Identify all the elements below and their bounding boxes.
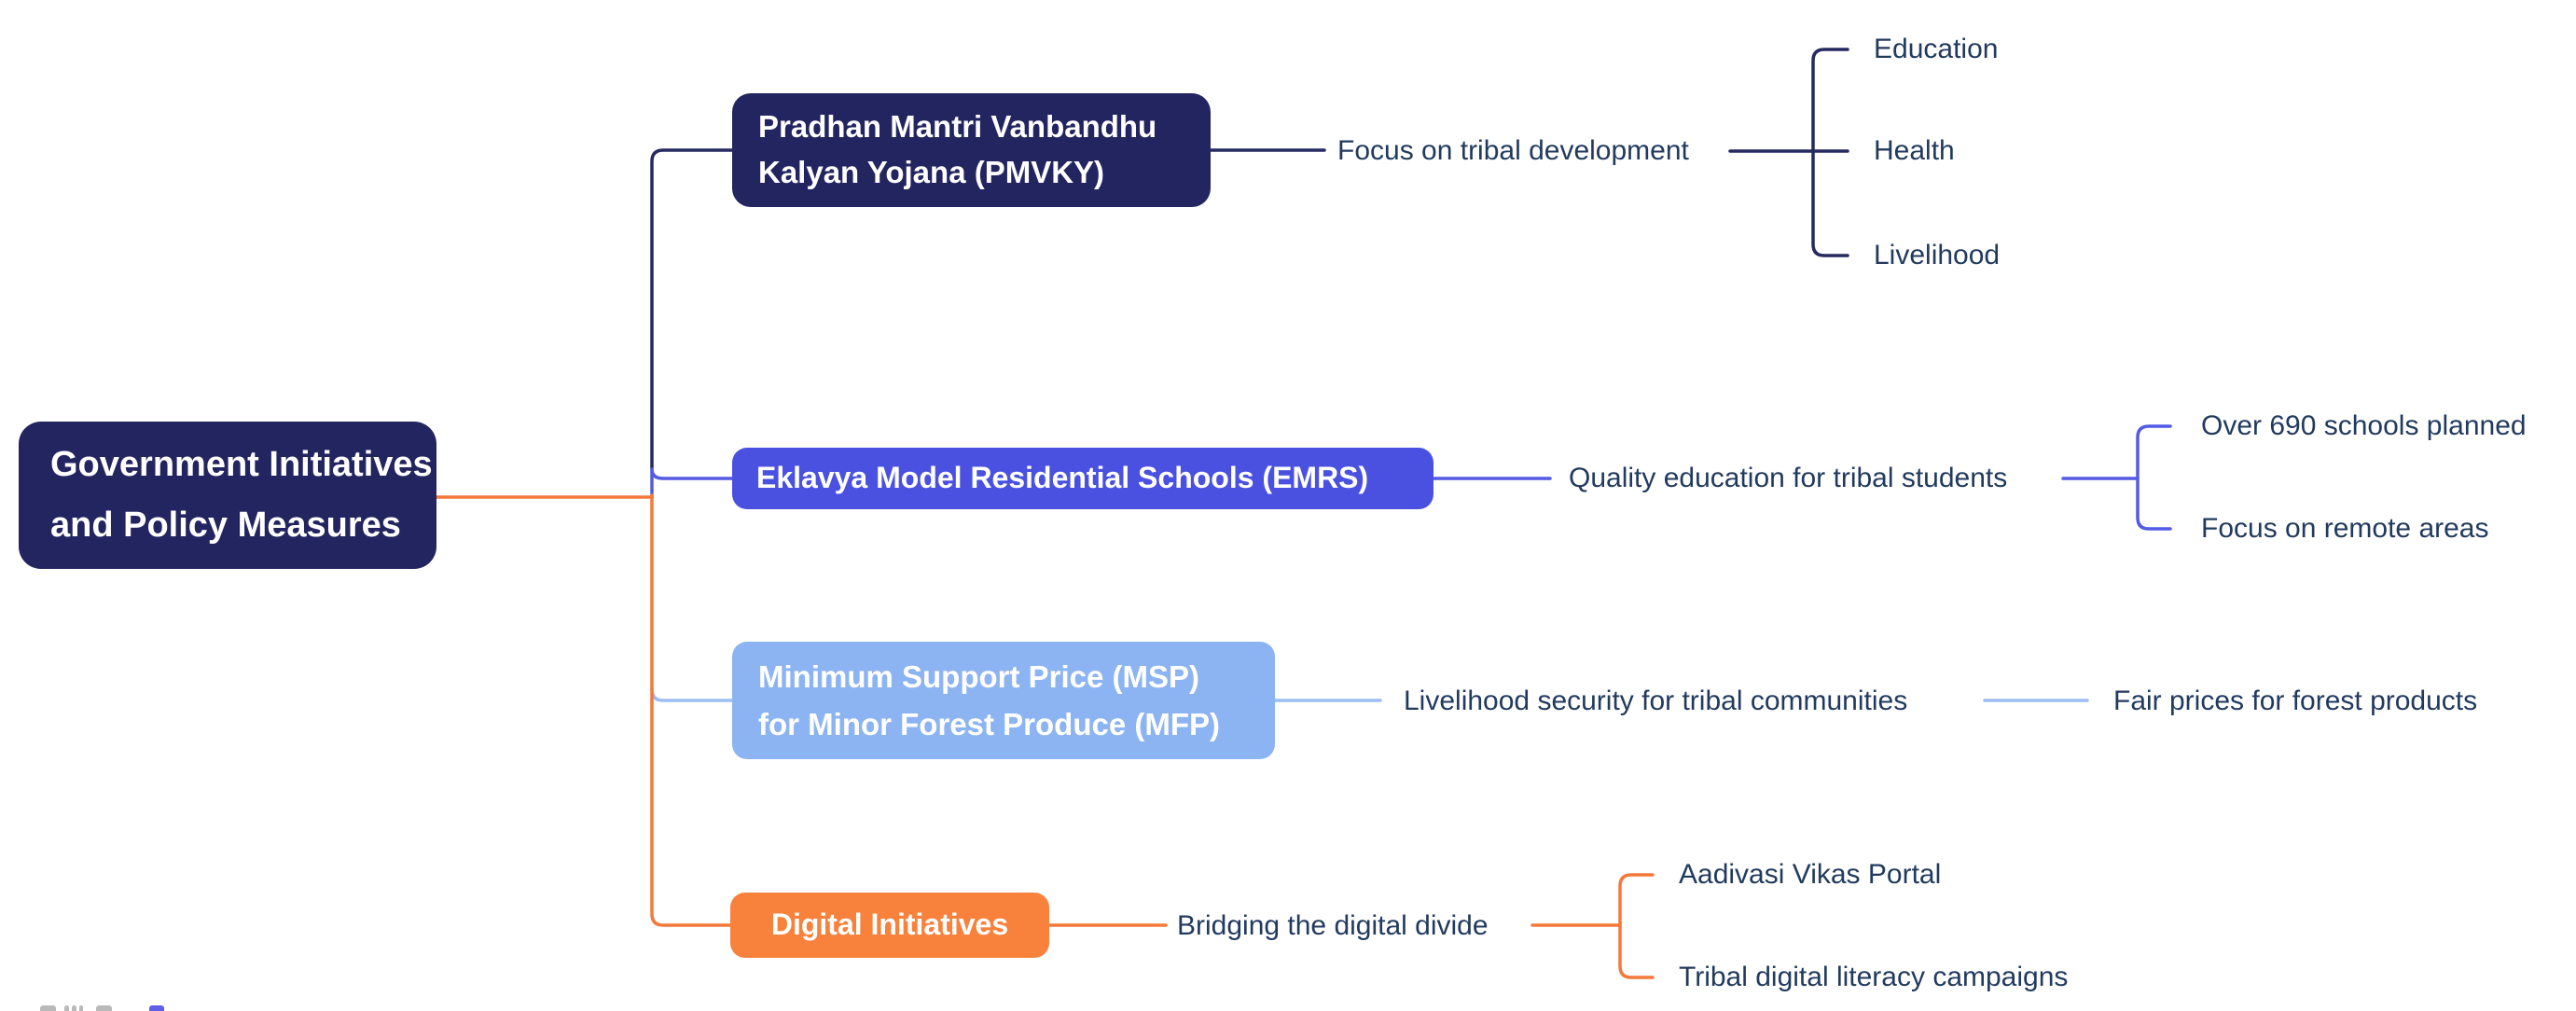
root-node-label-line2: and Policy Measures — [50, 506, 401, 545]
watermark-fragment — [96, 1005, 112, 1011]
trunk-navy — [650, 148, 734, 471]
pmvky-description[interactable]: Focus on tribal development — [1337, 135, 1689, 166]
branch-node-msp[interactable]: Minimum Support Price (MSP) for Minor Fo… — [732, 642, 1275, 759]
pmvky-label-line2: Kalyan Yojana (PMVKY) — [758, 155, 1105, 189]
digital-child-literacy-campaigns[interactable]: Tribal digital literacy campaigns — [1679, 962, 2069, 992]
branch-node-digital[interactable]: Digital Initiatives — [730, 893, 1049, 958]
trunk-orange — [650, 493, 732, 927]
watermark-fragment — [64, 1005, 69, 1011]
digital-bracket — [1618, 873, 1655, 979]
emrs-description[interactable]: Quality education for tribal students — [1569, 463, 2008, 493]
branch-node-pmvky[interactable]: Pradhan Mantri Vanbandhu Kalyan Yojana (… — [732, 93, 1211, 207]
watermark-fragment — [72, 1005, 76, 1011]
msp-description[interactable]: Livelihood security for tribal communiti… — [1404, 686, 1908, 716]
msp-child-fair-prices[interactable]: Fair prices for forest products — [2113, 686, 2478, 716]
pmvky-child-livelihood[interactable]: Livelihood — [1874, 240, 2001, 270]
branch-node-emrs[interactable]: Eklavya Model Residential Schools (EMRS) — [732, 448, 1433, 509]
emrs-bracket — [2136, 424, 2172, 531]
msp-label-line2: for Minor Forest Produce (MFP) — [758, 707, 1220, 741]
pmvky-child-education[interactable]: Education — [1874, 34, 1999, 64]
digital-description[interactable]: Bridging the digital divide — [1177, 910, 1489, 941]
watermark-fragment — [40, 1005, 56, 1011]
digital-label: Digital Initiatives — [770, 907, 1009, 942]
emrs-child-remote-areas[interactable]: Focus on remote areas — [2201, 513, 2489, 544]
watermark-fragment — [79, 1005, 83, 1011]
msp-label-line1: Minimum Support Price (MSP) — [758, 658, 1200, 694]
root-node[interactable]: Government Initiatives and Policy Measur… — [19, 422, 436, 569]
msp-elbow — [650, 687, 734, 702]
pmvky-child-health[interactable]: Health — [1874, 135, 1955, 166]
emrs-child-schools-planned[interactable]: Over 690 schools planned — [2201, 410, 2527, 441]
emrs-elbow — [650, 467, 734, 480]
emrs-label: Eklavya Model Residential Schools (EMRS) — [756, 461, 1369, 495]
watermark-logo-fragment — [149, 1005, 164, 1011]
digital-child-aadivasi-portal[interactable]: Aadivasi Vikas Portal — [1679, 859, 1942, 890]
pmvky-label-line1: Pradhan Mantri Vanbandhu — [758, 109, 1157, 145]
root-node-label-line1: Government Initiatives — [50, 445, 433, 485]
